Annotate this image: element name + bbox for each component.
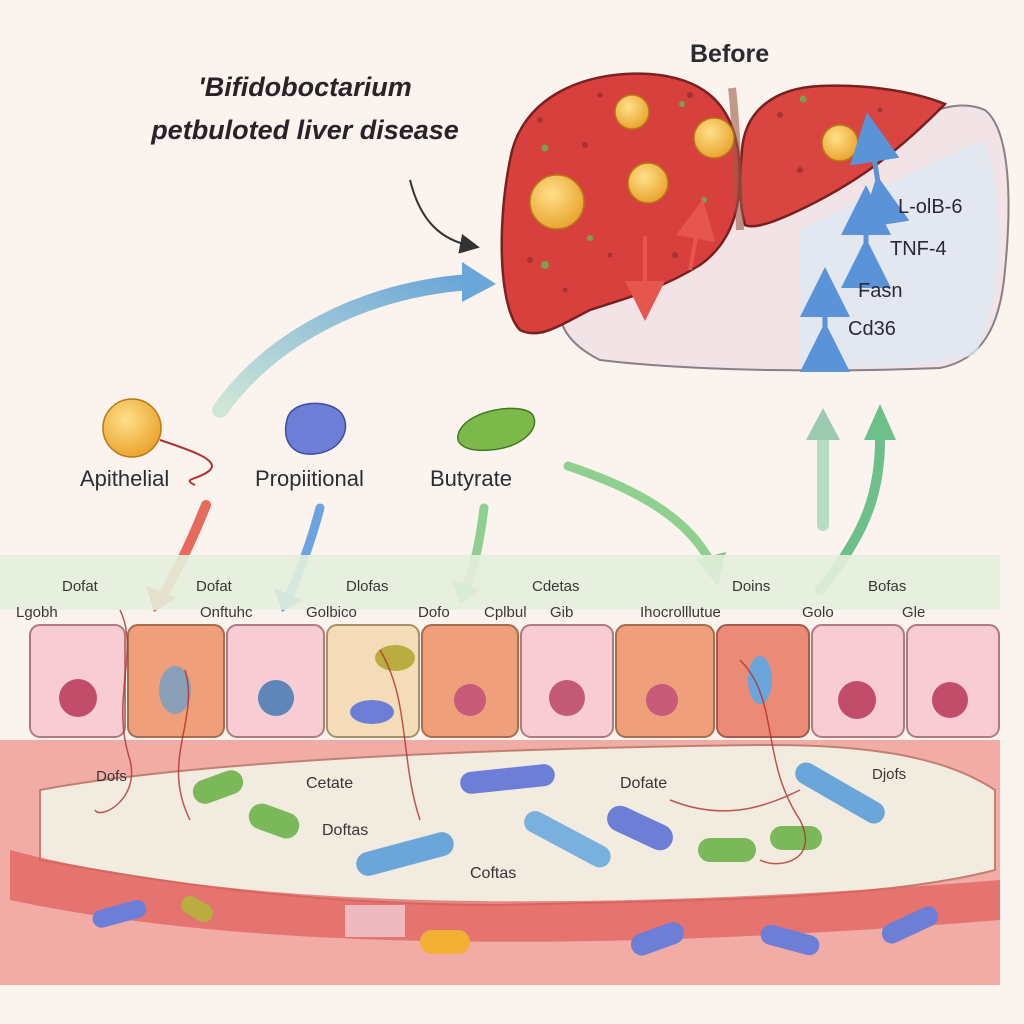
epithelium-label: Dlofas [346,578,389,595]
epithelium-label: Onftuhc [200,604,253,621]
diagram-title-line1: 'Bifidoboctarium [198,72,412,102]
lumen-label: Cetate [306,775,354,792]
marker-label: TNF-4 [890,238,947,260]
lumen-label: Dofs [96,768,127,785]
fat-droplet [693,117,735,159]
upward-arrowhead [806,408,840,440]
metabolite-label: Apithelial [80,466,170,491]
marker-label: Cd36 [848,318,896,340]
liver-green-specks [541,95,807,269]
epithelium-label: Ihocrolllutue [640,604,721,621]
metabolite-label: Propiitional [255,466,364,491]
metabolite-arrow-long-green [563,461,717,570]
lumen-label: Doftas [322,822,369,839]
marker-label: Fasn [858,280,903,302]
epithelium-label: Doins [732,578,771,595]
fat-droplet [821,124,859,162]
submucosa-bacteria [92,896,939,956]
fat-droplet [529,174,585,230]
marker-blue-arrow [850,112,910,229]
epithelium-label: Bofas [868,578,907,595]
metabolite-label: Butyrate [430,466,512,491]
fat-droplet [614,94,650,130]
liver-red-arrow [676,199,716,271]
lumen-bacteria [192,762,885,876]
lumen-label: Coftas [470,865,517,882]
epithelium-label: Golbico [306,604,357,621]
epithelium-label: Cdetas [532,578,580,595]
epithelium-label: Golo [802,604,834,621]
metabolite-butyrate [457,407,536,452]
diagram-title-line2: petbuloted liver disease [151,115,459,145]
gut-liver-arrow [212,274,478,418]
epithelium-label: Dofo [418,604,450,621]
fat-droplet [627,162,669,204]
epithelium-label: Lgobh [16,604,58,621]
metabolite-propiitional [284,402,347,455]
liver-left-lobe [500,72,741,335]
mucus-layer [0,555,1000,610]
lumen-wall [10,850,1000,942]
epithelium-bacteria [159,645,772,724]
filaments [94,609,807,865]
epithelium-label: Cplbul [484,604,527,621]
liver-notch [728,87,744,231]
epithelium-label: Dofat [62,578,98,595]
epithelium-label: Gle [902,604,926,621]
title-pointer-arrow [409,179,480,254]
metabolite-apithelial [102,398,213,486]
marker-label: L-olB-6 [898,196,963,218]
lumen-wall-patch [345,905,405,937]
gut-liver-arrowhead [462,262,496,302]
epithelium-label: Dofat [196,578,232,595]
lumen-label: Djofs [872,766,907,783]
upward-arrowhead [864,404,896,440]
liver-speckles [527,92,883,293]
lumen-label: Dofate [620,775,668,792]
cell-nuclei [59,679,968,719]
liver [500,72,1010,372]
liver-header: Before [690,40,770,68]
epithelium-label: Gib [550,604,574,621]
